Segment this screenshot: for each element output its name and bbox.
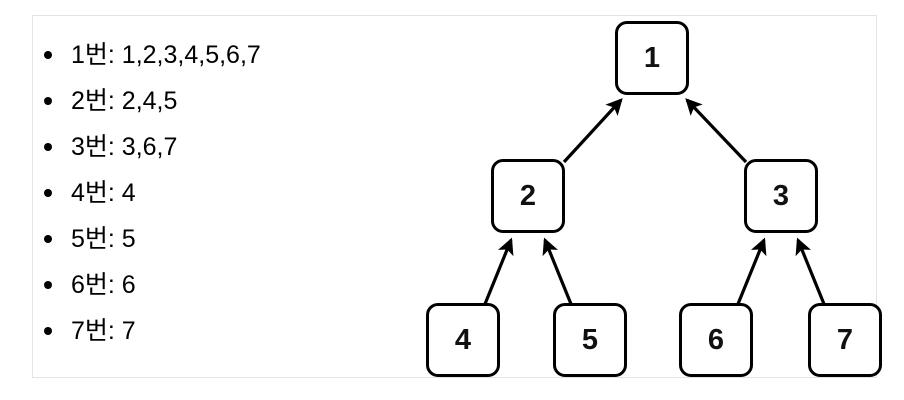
edge-4-to-2: [483, 237, 514, 305]
tree-node-label: 2: [519, 179, 537, 212]
tree-node-2[interactable]: 2: [491, 159, 565, 233]
edge-5-to-2: [542, 237, 573, 305]
edge-6-to-3: [736, 237, 767, 305]
list-item-label: 3번: 3,6,7: [71, 133, 178, 161]
list-item: 7번: 7: [33, 308, 413, 354]
tree-node-label: 7: [836, 323, 854, 356]
edge-7-to-3: [795, 237, 826, 305]
tree-node-7[interactable]: 7: [808, 303, 882, 377]
tree-node-6[interactable]: 6: [679, 303, 753, 377]
tree-node-1[interactable]: 1: [615, 21, 689, 95]
list-item-label: 6번: 6: [71, 271, 136, 299]
bullet-icon: [44, 97, 52, 105]
bullet-icon: [44, 281, 52, 289]
list-item-label: 5번: 5: [71, 225, 136, 253]
list-item: 6번: 6: [33, 262, 413, 308]
list-item: 5번: 5: [33, 216, 413, 262]
tree-diagram: 1 2 3 4 5 6 7: [33, 16, 882, 379]
tree-edges-layer: [483, 98, 826, 305]
list-item: 4번: 4: [33, 170, 413, 216]
bullet-icon: [44, 51, 52, 59]
list-item: 2번: 2,4,5: [33, 78, 413, 124]
bullet-icon: [44, 327, 52, 335]
adjacency-list: 1번: 1,2,3,4,5,6,7 2번: 2,4,5 3번: 3,6,7 4번…: [33, 32, 413, 354]
tree-node-label: 6: [707, 323, 725, 356]
list-item-label: 1번: 1,2,3,4,5,6,7: [71, 41, 261, 69]
list-item: 3번: 3,6,7: [33, 124, 413, 170]
bullet-icon: [44, 189, 52, 197]
list-item-label: 2번: 2,4,5: [71, 87, 178, 115]
tree-node-4[interactable]: 4: [426, 303, 500, 377]
tree-node-label: 1: [643, 41, 661, 74]
tree-node-label: 4: [454, 323, 472, 356]
edge-3-to-1: [685, 98, 748, 164]
list-item-label: 4번: 4: [71, 179, 136, 207]
list-item-label: 7번: 7: [71, 317, 136, 345]
content-panel: 1번: 1,2,3,4,5,6,7 2번: 2,4,5 3번: 3,6,7 4번…: [32, 15, 882, 379]
bullet-icon: [44, 143, 52, 151]
tree-node-label: 3: [772, 179, 790, 212]
list-item: 1번: 1,2,3,4,5,6,7: [33, 32, 413, 78]
bullet-icon: [44, 235, 52, 243]
edge-2-to-1: [562, 98, 623, 164]
tree-node-5[interactable]: 5: [553, 303, 627, 377]
tree-node-3[interactable]: 3: [744, 159, 818, 233]
tree-node-label: 5: [581, 323, 599, 356]
